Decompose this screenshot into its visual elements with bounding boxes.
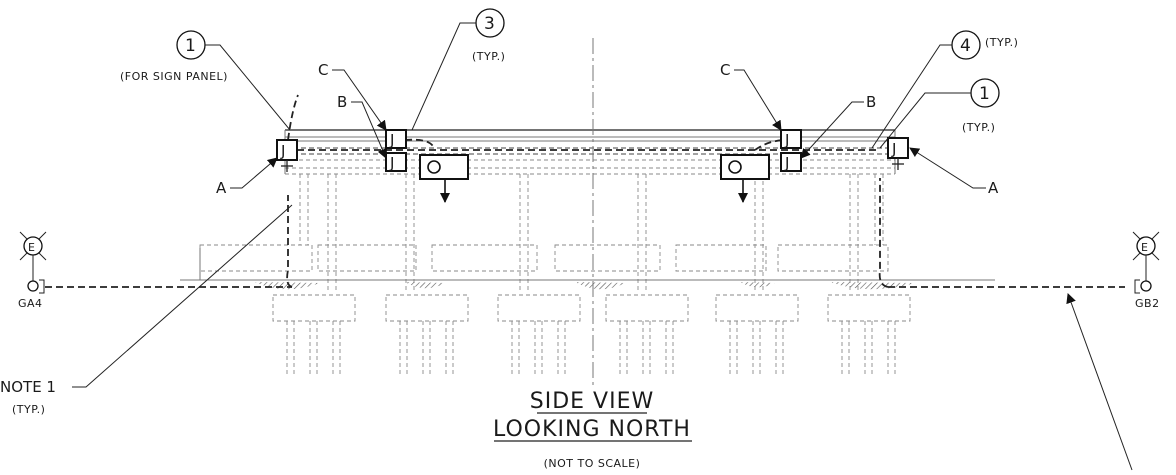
note-1-label: NOTE 1 — [0, 378, 56, 396]
junction-box-a-left: J — [276, 139, 298, 172]
svg-text:A: A — [216, 179, 227, 197]
pile-foundations — [272, 294, 911, 375]
svg-text:E: E — [28, 241, 35, 254]
label-b-left: B — [337, 93, 388, 159]
svg-text:C: C — [720, 61, 730, 79]
drawing-title: SIDE VIEW LOOKING NORTH (NOT TO SCALE) — [493, 389, 692, 470]
svg-text:J: J — [891, 140, 896, 158]
label-c-right: C — [720, 61, 782, 131]
svg-text:J: J — [389, 154, 394, 172]
svg-text:B: B — [337, 93, 347, 111]
label-a-left: A — [216, 157, 278, 197]
junction-box-c-right: J — [780, 129, 802, 149]
svg-text:C: C — [318, 61, 328, 79]
svg-text:B: B — [866, 93, 876, 111]
ground-hatching — [255, 282, 915, 290]
title-line-2: LOOKING NORTH — [493, 417, 691, 442]
sign-light-right — [720, 154, 770, 203]
scale-note: (NOT TO SCALE) — [544, 457, 641, 470]
junction-box-b-right: J — [780, 152, 802, 172]
junction-box-b-left: J — [385, 152, 407, 172]
note-1: NOTE 1 (TYP.) — [0, 204, 293, 416]
callout-1-right-note: (TYP.) — [962, 121, 995, 134]
callout-3: 3 (TYP.) — [411, 8, 505, 131]
cable-leader-right — [1066, 293, 1133, 471]
label-b-right: B — [800, 93, 876, 159]
svg-text:3: 3 — [484, 14, 495, 34]
callout-3-note: (TYP.) — [472, 50, 505, 63]
sign-light-left — [419, 154, 469, 203]
svg-text:A: A — [988, 179, 999, 197]
ground-box-label-right: GB2 — [1135, 297, 1160, 310]
ground-box-label-left: GA4 — [18, 297, 43, 310]
label-a-right: A — [909, 147, 999, 197]
svg-text:4: 4 — [960, 36, 971, 56]
junction-box-c-left: J — [385, 129, 407, 149]
callout-4: 4 (TYP.) — [871, 30, 1018, 149]
svg-text:E: E — [1141, 241, 1148, 254]
svg-text:J: J — [280, 142, 285, 160]
callout-1-left: 1 (FOR SIGN PANEL) — [120, 30, 291, 131]
bridge-bents — [180, 174, 995, 290]
note-1-note: (TYP.) — [12, 403, 45, 416]
ground-electrode-left: E GA4 — [18, 231, 47, 310]
ground-electrode-right: E GB2 — [1132, 231, 1160, 310]
svg-text:J: J — [784, 154, 789, 172]
callout-4-note: (TYP.) — [985, 36, 1018, 49]
svg-text:J: J — [389, 131, 394, 149]
svg-text:1: 1 — [185, 36, 196, 56]
callout-1-right: 1 (TYP.) — [879, 78, 1000, 149]
svg-text:1: 1 — [979, 84, 990, 104]
label-c-left: C — [318, 61, 387, 131]
callout-1-left-note: (FOR SIGN PANEL) — [120, 70, 228, 83]
junction-box-a-right: J — [887, 137, 909, 170]
svg-text:J: J — [784, 131, 789, 149]
title-line-1: SIDE VIEW — [530, 389, 654, 414]
